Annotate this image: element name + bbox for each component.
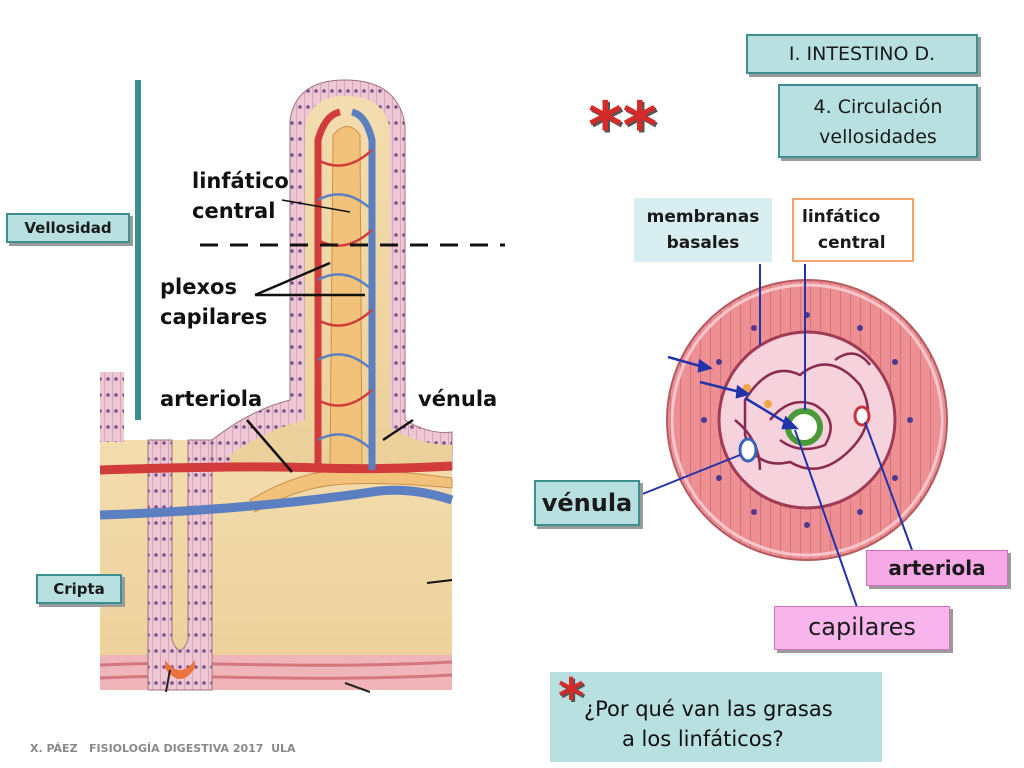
arteriole-label: arteriola xyxy=(160,387,263,411)
crypt xyxy=(147,439,213,691)
section-title-box: I. INTESTINO D. xyxy=(746,34,978,74)
question-text: ¿Por qué van las grasas a los linfáticos… xyxy=(584,694,874,754)
single-star-mark: * xyxy=(558,668,585,726)
capillary-plexus xyxy=(317,149,373,451)
double-star-mark: ** xyxy=(588,88,658,165)
arteriole-box: arteriola xyxy=(866,550,1008,586)
subtitle-line-1: 4. Circulación xyxy=(813,96,943,118)
venule-label: vénula xyxy=(418,387,498,411)
footer-credit: X. PÁEZ FISIOLOGÍA DIGESTIVA 2017 ULA xyxy=(30,742,296,755)
question-line-1: ¿Por qué van las grasas xyxy=(584,697,833,721)
central-lacteal-box: linfático central xyxy=(792,198,914,262)
crypt-label-box: Cripta xyxy=(36,574,122,604)
venule-vessel xyxy=(350,108,376,470)
central-lacteal xyxy=(329,126,363,471)
question-box xyxy=(550,672,882,762)
capillary-plexus-label: plexos capilares xyxy=(160,275,268,329)
central-lacteal-label: linfático central xyxy=(192,169,289,223)
section-title: I. INTESTINO D. xyxy=(788,43,936,65)
villus-label: Vellosidad xyxy=(24,219,112,237)
capillaries-box: capilares xyxy=(774,606,950,650)
venule-box: vénula xyxy=(534,480,640,526)
villus-label-box: Vellosidad xyxy=(6,213,130,243)
nuclei xyxy=(701,312,913,528)
subtitle-box: 4. Circulación vellosidades xyxy=(778,84,978,158)
arteriole-vessel xyxy=(314,108,341,470)
villus-extent-bar xyxy=(135,80,141,420)
venule-right-label: vénula xyxy=(541,489,633,517)
basement-membranes-label-box: membranas basales xyxy=(634,198,772,262)
capillaries-right-label: capilares xyxy=(808,613,916,641)
crypt-label: Cripta xyxy=(53,580,105,598)
subtitle-line-2: vellosidades xyxy=(819,126,937,148)
question-line-2: a los linfáticos? xyxy=(622,727,784,751)
arteriole-right-label: arteriola xyxy=(888,556,986,580)
